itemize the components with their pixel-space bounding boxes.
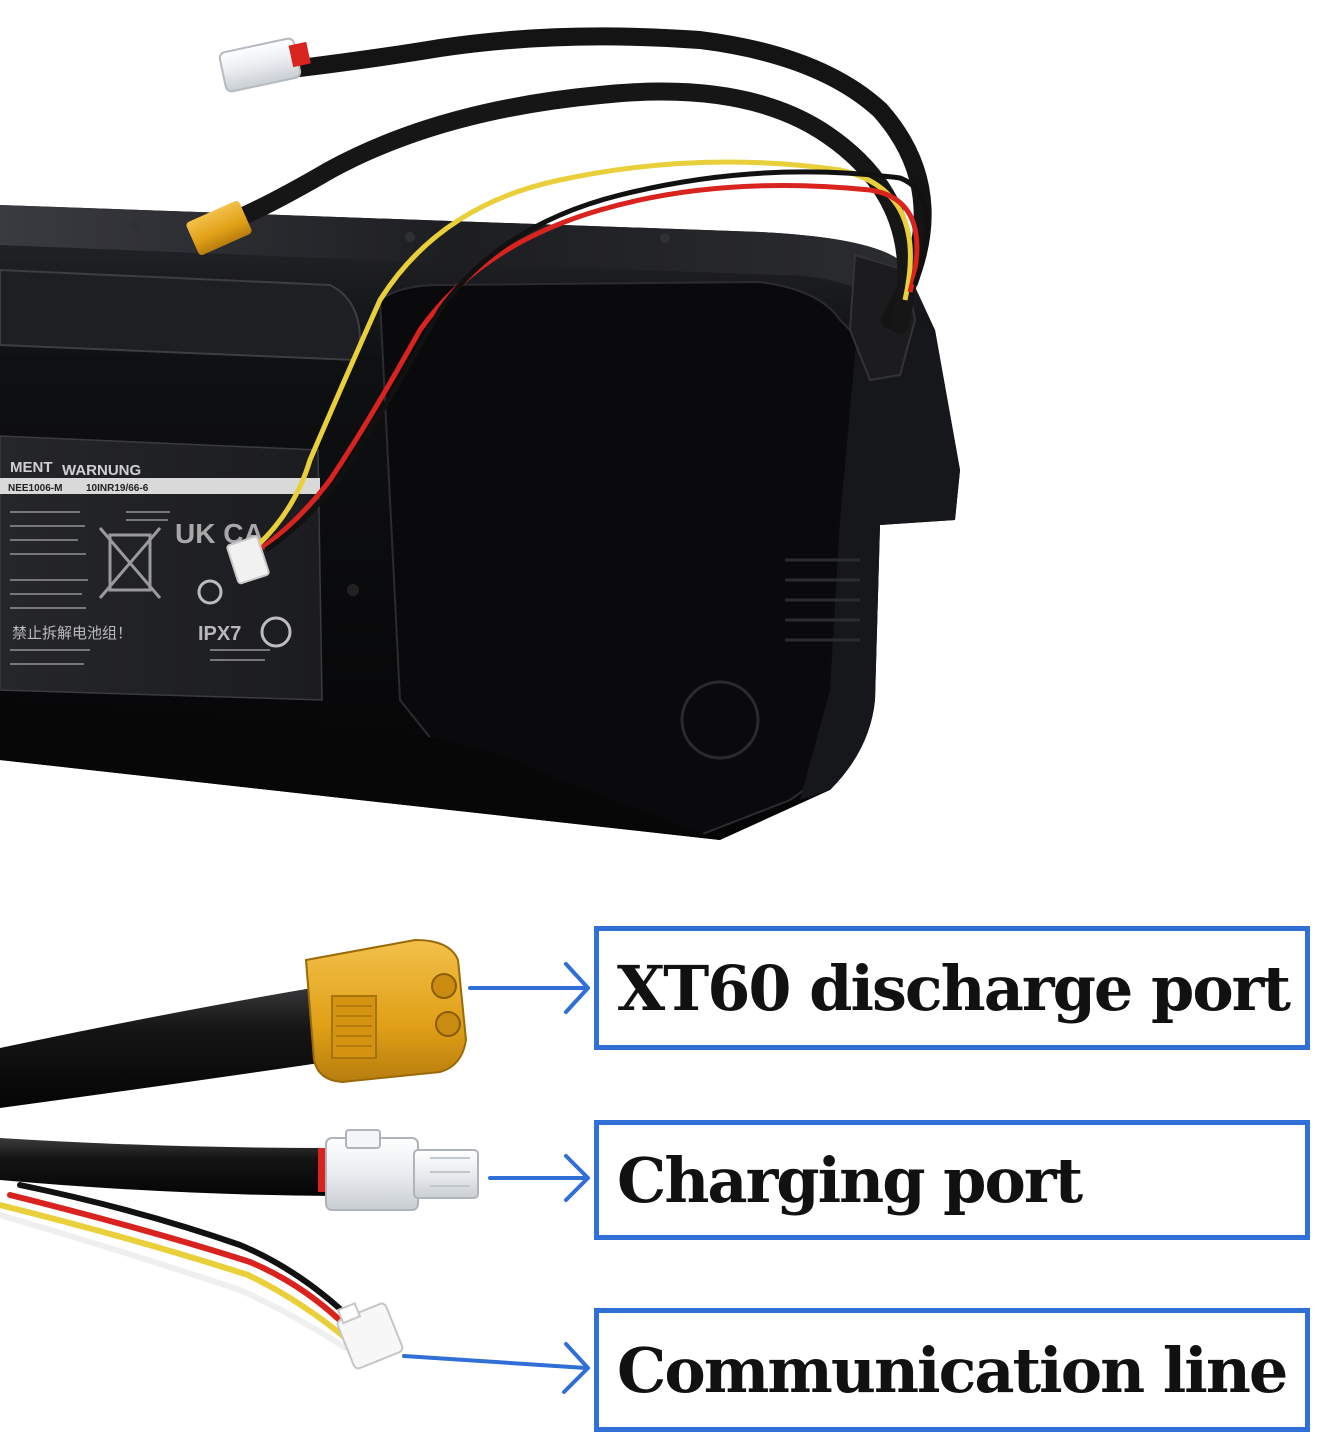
callout-label: XT60 discharge port (617, 951, 1291, 1025)
communication-connector (336, 1302, 404, 1370)
callout-label: Communication line (617, 1333, 1288, 1407)
xt60-connector-top (186, 201, 252, 255)
callout-label: Charging port (617, 1143, 1083, 1217)
callout-communication-line: Communication line (594, 1308, 1310, 1432)
callout-charging-port: Charging port (594, 1120, 1310, 1240)
xt60-cable (0, 985, 340, 1108)
arrow-right-icon (402, 1342, 590, 1394)
communication-wires (0, 1182, 355, 1351)
recycle-icon (260, 616, 292, 648)
label-heading-right: WARNUNG (62, 462, 141, 479)
label-model-left: NEE1006-M (8, 483, 62, 494)
charging-connector (318, 1129, 479, 1211)
chinese-warning: 禁止拆解电池组！ (12, 624, 132, 642)
xt60-connector (304, 938, 468, 1084)
cert-circle-icon (197, 579, 223, 605)
arrow-right-icon (468, 962, 590, 1014)
label-heading-left: MENT (10, 459, 53, 476)
jst-connector-top (226, 535, 270, 585)
weee-bin-icon (98, 527, 162, 599)
charging-connector-top (218, 37, 311, 93)
charging-cable (0, 1138, 335, 1196)
callout-xt60-discharge-port: XT60 discharge port (594, 926, 1310, 1050)
arrow-right-icon (488, 1154, 590, 1202)
battery-warning-label: MENT WARNUNG NEE1006-M 10INR19/66-6 UK C… (0, 435, 323, 701)
ipx-rating: IPX7 (198, 623, 241, 645)
battery-pack: MENT WARNUNG NEE1006-M 10INR19/66-6 UK C… (0, 27, 960, 840)
label-model-right: 10INR19/66-6 (86, 483, 149, 494)
